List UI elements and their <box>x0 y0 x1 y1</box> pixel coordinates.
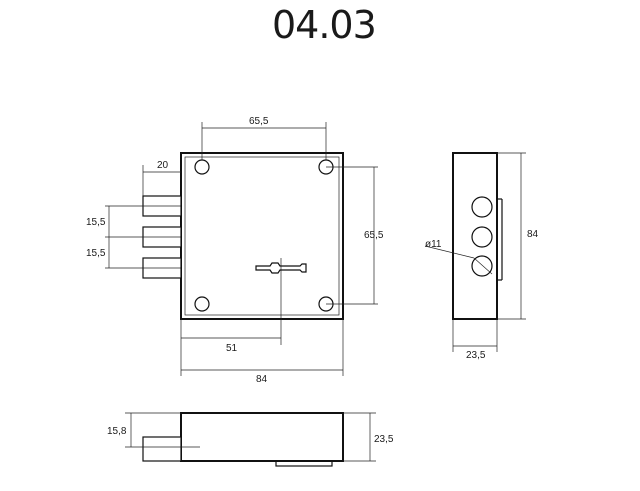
dim-bolt-spacing-1-label: 15,5 <box>86 217 106 228</box>
bolt-hole-bottom <box>471 255 493 277</box>
dim-bolt-offset-label: 20 <box>157 160 169 171</box>
mounting-hole-bottom-left <box>194 296 210 312</box>
bolt-hole-middle <box>471 226 493 248</box>
front-view: 65,5 20 15,5 15,5 65,5 51 84 <box>86 116 384 385</box>
dim-height-label: 84 <box>527 229 539 240</box>
bottom-key-plate <box>275 460 333 467</box>
dim-diameter-label: ø11 <box>425 239 442 250</box>
side-view: ø11 84 23,5 <box>424 152 539 361</box>
keyhole <box>255 262 307 274</box>
dim-top-label: 65,5 <box>249 116 269 127</box>
mounting-hole-top-left <box>194 159 210 175</box>
dim-depth-label: 23,5 <box>466 350 486 361</box>
dim-width-label: 84 <box>256 374 268 385</box>
lock-body-inner-outline <box>184 156 340 316</box>
drawing-title: 04.03 <box>272 3 376 47</box>
dim-bottom-depth-label: 23,5 <box>374 434 394 445</box>
dim-bottom-offset-label: 15,8 <box>107 426 127 437</box>
bolt-hole-top <box>471 196 493 218</box>
lock-body-outline <box>180 152 344 320</box>
dim-bolt-spacing-2-label: 15,5 <box>86 248 106 259</box>
bottom-bolt <box>142 436 182 462</box>
bottom-view: 15,8 23,5 <box>107 412 394 467</box>
dim-right-label: 65,5 <box>364 230 384 241</box>
dim-diameter-line <box>473 257 493 275</box>
dim-key-offset-label: 51 <box>226 343 238 354</box>
bottom-body-outline <box>180 412 344 462</box>
dim-diameter-leader <box>424 245 475 259</box>
side-body-outline <box>452 152 498 320</box>
